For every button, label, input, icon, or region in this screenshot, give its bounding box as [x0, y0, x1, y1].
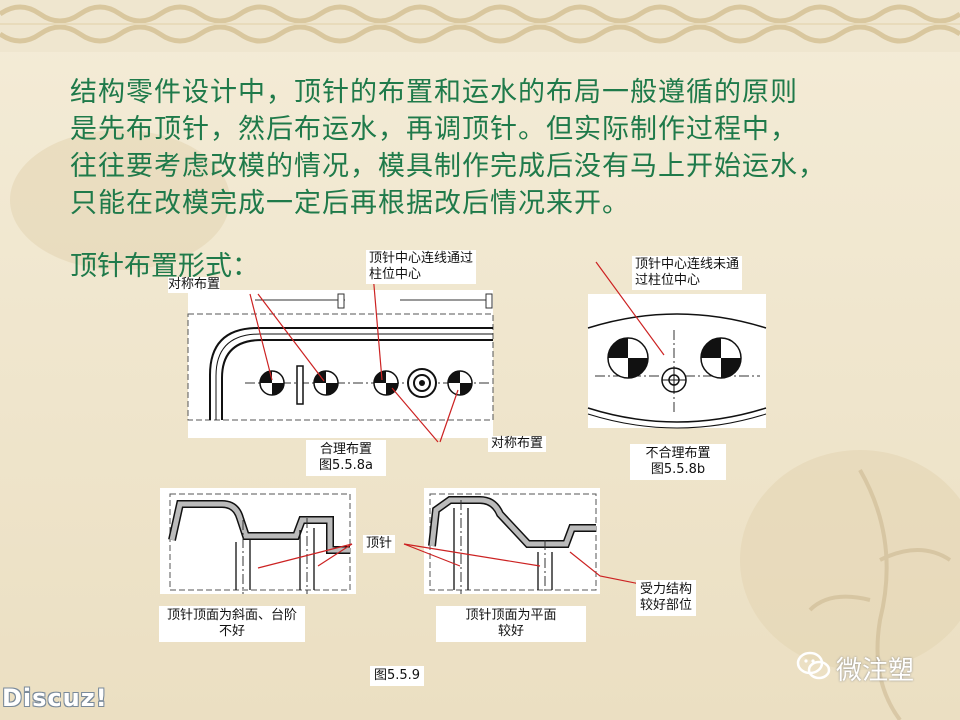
- label-line: 柱位中心: [369, 267, 422, 282]
- label-ejector: 顶针: [363, 535, 396, 553]
- caption-fig-5-5-9: 图5.5.9: [370, 666, 425, 686]
- caption-line: 顶针顶面为平面: [465, 608, 557, 623]
- decorative-border: [0, 0, 960, 52]
- caption-line: 不好: [218, 624, 245, 639]
- caption-fig-b: 不合理布置 图5.5.8b: [630, 444, 726, 480]
- label-symmetric-top: 对称布置: [168, 277, 221, 293]
- caption-fig-a: 合理布置 图5.5.8a: [306, 440, 386, 476]
- label-line: 较好部位: [640, 598, 693, 613]
- discuz-logo: Discuz!: [2, 684, 108, 712]
- paragraph-line: 只能在改模完成一定后再根据改后情况来开。: [70, 188, 630, 219]
- caption-right-panel: 顶针顶面为平面 较好: [436, 606, 586, 642]
- label-line: 顶针中心连线通过: [369, 251, 474, 266]
- label-line: 受力结构: [640, 582, 693, 597]
- label-force-structure: 受力结构 较好部位: [636, 580, 697, 616]
- paragraph-line: 往往要考虑改模的情况，模具制作完成后没有马上开始运水，: [70, 151, 826, 182]
- label-fig-b-note: 顶针中心连线未通 过柱位中心: [632, 256, 743, 290]
- intro-paragraph: 结构零件设计中，顶针的布置和运水的布局一般遵循的原则 是先布顶针，然后布运水，再…: [70, 74, 940, 222]
- label-symmetric-bottom: 对称布置: [488, 436, 547, 452]
- section-heading: 顶针布置形式：: [70, 251, 259, 282]
- caption-line: 顶针顶面为斜面、台阶: [166, 608, 297, 623]
- caption-line: 图5.5.8a: [318, 458, 374, 473]
- wechat-icon: [796, 651, 831, 680]
- label-center-line: 顶针中心连线通过 柱位中心: [366, 250, 477, 284]
- caption-line: 图5.5.8b: [650, 462, 706, 477]
- caption-left-panel: 顶针顶面为斜面、台阶 不好: [159, 606, 305, 642]
- paragraph-line: 是先布顶针，然后布运水，再调顶针。但实际制作过程中，: [70, 114, 798, 145]
- caption-line: 不合理布置: [645, 446, 711, 461]
- caption-line: 合理布置: [319, 442, 372, 457]
- label-line: 过柱位中心: [635, 273, 701, 288]
- wechat-account-logo: 微注塑: [836, 656, 915, 686]
- caption-line: 较好: [497, 624, 524, 639]
- paragraph-line: 结构零件设计中，顶针的布置和运水的布局一般遵循的原则: [70, 77, 798, 108]
- label-line: 顶针中心连线未通: [635, 257, 740, 272]
